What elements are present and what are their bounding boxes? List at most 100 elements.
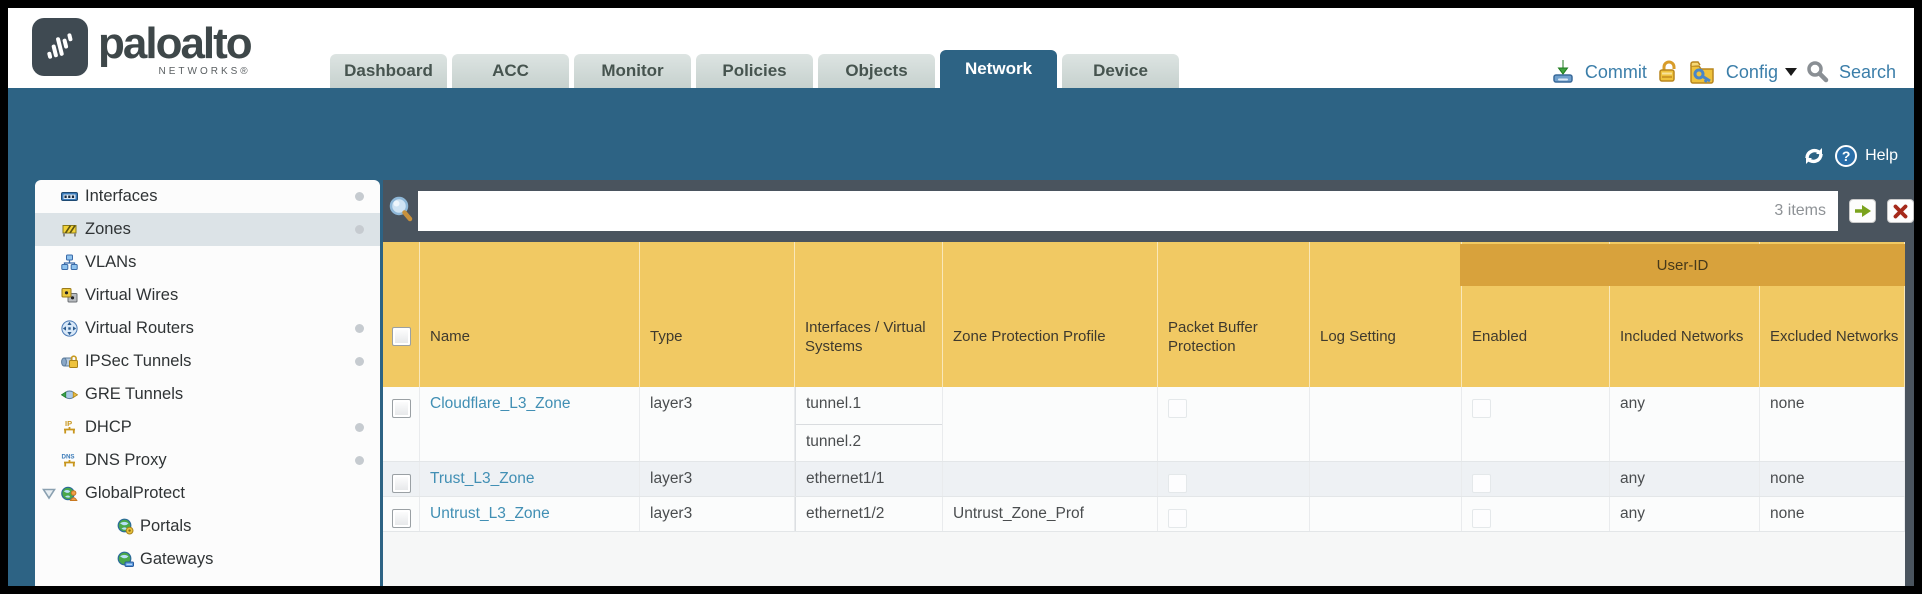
clear-filter-button[interactable] (1887, 199, 1914, 223)
zone-name-link[interactable]: Untrust_L3_Zone (430, 505, 550, 522)
zone-name-link[interactable]: Cloudflare_L3_Zone (430, 395, 571, 412)
expander-triangle-icon[interactable] (42, 486, 56, 505)
column-header-name[interactable]: Name (420, 242, 640, 387)
row-select-checkbox[interactable] (391, 399, 411, 418)
commit-button[interactable]: Commit (1584, 61, 1647, 82)
zone-protection-cell (943, 387, 1158, 461)
status-dot (355, 225, 364, 234)
portals-icon (117, 518, 134, 535)
row-select-cell (383, 497, 420, 531)
row-select-cell (383, 462, 420, 496)
sidebar-item-dns-proxy[interactable]: DNS DNS Proxy (35, 444, 380, 477)
sidebar-item-gre-tunnels[interactable]: GRE Tunnels (35, 378, 380, 411)
packet-buffer-checkbox[interactable] (1168, 474, 1187, 493)
refresh-icon[interactable] (1801, 144, 1827, 168)
zone-name-link[interactable]: Trust_L3_Zone (430, 470, 535, 487)
user-id-enabled-checkbox[interactable] (1472, 474, 1491, 493)
sidebar-item-label: Zones (85, 220, 131, 238)
sidebar-item-globalprotect[interactable]: GlobalProtect (35, 477, 380, 510)
sidebar-item-interfaces[interactable]: Interfaces (35, 180, 380, 213)
tab-device[interactable]: Device (1062, 54, 1179, 88)
sidebar-item-label: DNS Proxy (85, 451, 167, 469)
help-link[interactable]: Help (1865, 147, 1898, 164)
sidebar-item-gateways[interactable]: Gateways (35, 543, 380, 576)
user-id-group-header: User-ID (1460, 244, 1905, 286)
column-header-log-setting[interactable]: Log Setting (1310, 242, 1462, 387)
band-tools: ? Help (1801, 144, 1898, 168)
log-setting-cell (1310, 387, 1462, 461)
status-dot (355, 192, 364, 201)
packet-buffer-checkbox[interactable] (1168, 509, 1187, 528)
tab-network[interactable]: Network (940, 50, 1057, 88)
tab-dashboard[interactable]: Dashboard (330, 54, 447, 88)
column-header-packet-buffer-protection[interactable]: Packet Buffer Protection (1158, 242, 1310, 387)
lock-icon[interactable] (1656, 59, 1680, 85)
zone-name-cell: Cloudflare_L3_Zone (420, 387, 640, 461)
zone-type-cell: layer3 (640, 497, 795, 531)
column-header-select (383, 242, 420, 387)
sidebar-item-portals[interactable]: Portals (35, 510, 380, 543)
column-header-excluded-networks[interactable]: Excluded Networks (1760, 242, 1905, 387)
row-select-checkbox[interactable] (391, 509, 411, 528)
config-caret-icon[interactable] (1784, 68, 1797, 76)
filter-input[interactable] (418, 191, 1775, 231)
vlans-icon (61, 254, 78, 271)
help-icon[interactable]: ? (1835, 145, 1858, 167)
column-header-included-networks[interactable]: Included Networks (1610, 242, 1760, 387)
sidebar-item-virtual-routers[interactable]: Virtual Routers (35, 312, 380, 345)
tab-policies[interactable]: Policies (696, 54, 813, 88)
config-menu[interactable]: Config (1725, 61, 1778, 82)
packet-buffer-cell (1158, 387, 1310, 461)
status-dot (355, 423, 364, 432)
zone-name-cell: Trust_L3_Zone (420, 462, 640, 496)
status-dot (355, 357, 364, 366)
sidebar-item-label: Interfaces (85, 187, 158, 205)
tab-objects[interactable]: Objects (818, 54, 935, 88)
svg-text:DNS: DNS (62, 454, 75, 461)
sidebar-item-vlans[interactable]: VLANs (35, 246, 380, 279)
column-header-enabled[interactable]: Enabled (1462, 242, 1610, 387)
brand-networks: NETWORKS® (158, 66, 251, 77)
commit-icon[interactable] (1550, 59, 1576, 85)
sidebar-item-zones[interactable]: Zones (35, 213, 380, 246)
column-header-type[interactable]: Type (640, 242, 795, 387)
column-header-interfaces-virtual-systems[interactable]: Interfaces / Virtual Systems (795, 242, 943, 387)
search-icon[interactable] (1806, 60, 1830, 84)
interfaces-icon (61, 188, 78, 205)
dhcp-icon: IP (61, 419, 78, 436)
sidebar-item-label: Virtual Wires (85, 286, 179, 304)
included-networks-cell: any (1610, 387, 1760, 461)
user-id-enabled-checkbox[interactable] (1472, 399, 1491, 418)
search-button[interactable]: Search (1838, 61, 1896, 82)
sidebar-item-virtual-wires[interactable]: Virtual Wires (35, 279, 380, 312)
zone-protection-cell (943, 462, 1158, 496)
select-all-checkbox[interactable] (391, 327, 411, 346)
status-dot (355, 456, 364, 465)
virtual-routers-icon (61, 320, 78, 337)
tab-monitor[interactable]: Monitor (574, 54, 691, 88)
virtual-wires-icon (61, 287, 78, 304)
row-select-checkbox[interactable] (391, 474, 411, 493)
svg-text:IP: IP (65, 419, 72, 428)
excluded-networks-cell: none (1760, 497, 1905, 531)
user-id-enabled-cell (1462, 462, 1610, 496)
packet-buffer-checkbox[interactable] (1168, 399, 1187, 418)
apply-filter-button[interactable] (1849, 199, 1876, 223)
log-setting-cell (1310, 497, 1462, 531)
config-icon[interactable] (1689, 59, 1717, 85)
user-id-enabled-checkbox[interactable] (1472, 509, 1491, 528)
user-id-enabled-cell (1462, 497, 1610, 531)
column-header-zone-protection-profile[interactable]: Zone Protection Profile (943, 242, 1158, 387)
filter-bar: 3 items (383, 180, 1914, 242)
status-dot (355, 324, 364, 333)
sidebar-item-label: GRE Tunnels (85, 385, 184, 403)
row-select-cell (383, 387, 420, 461)
packet-buffer-cell (1158, 497, 1310, 531)
excluded-networks-cell: none (1760, 462, 1905, 496)
tab-acc[interactable]: ACC (452, 54, 569, 88)
sidebar-item-ipsec-tunnels[interactable]: IPSec Tunnels (35, 345, 380, 378)
